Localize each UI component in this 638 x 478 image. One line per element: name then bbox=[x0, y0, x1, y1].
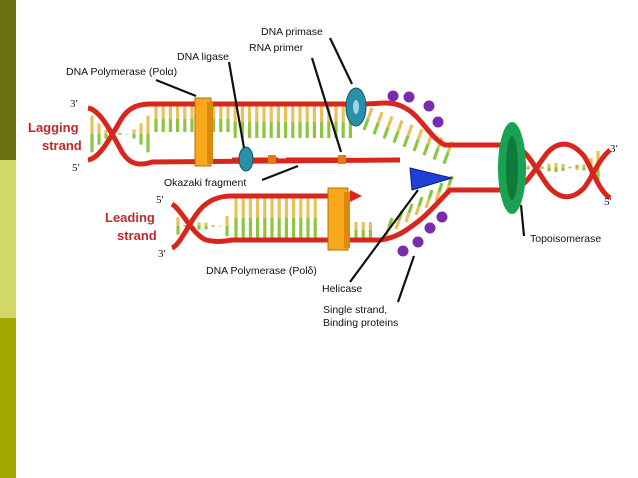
label-rna-primer: RNA primer bbox=[249, 42, 304, 54]
label-ssb-line2: Binding proteins bbox=[323, 317, 398, 329]
lagging-strand-label-line1: Lagging bbox=[28, 120, 79, 135]
base-pair-rung bbox=[404, 212, 411, 223]
end-leading-top: 5′ bbox=[156, 194, 164, 206]
label-pol-alpha: DNA Polymerase (Polα) bbox=[66, 66, 177, 78]
sidebar-segment-dark bbox=[0, 0, 16, 160]
ssb-protein-icon bbox=[397, 245, 409, 257]
sidebar-segment-light bbox=[0, 160, 16, 318]
leading-strand-label-line2: strand bbox=[117, 228, 157, 243]
base-pair-rung bbox=[386, 115, 394, 128]
base-pair-rung bbox=[432, 147, 440, 160]
base-pair-rung bbox=[362, 118, 370, 131]
sidebar-segment-mid bbox=[0, 318, 16, 478]
base-pair-rung bbox=[437, 182, 444, 193]
leading-direction-arrow-icon bbox=[350, 190, 362, 202]
label-ssb-line1: Single strand, bbox=[323, 304, 387, 316]
label-dna-primase: DNA primase bbox=[261, 26, 323, 38]
ssb-protein-icon bbox=[432, 116, 444, 128]
base-pair-rung bbox=[376, 111, 384, 124]
end-right-bottom: 5′ bbox=[604, 196, 612, 208]
ligase-oval-icon bbox=[238, 146, 254, 172]
pol-delta-block-icon bbox=[327, 187, 350, 251]
base-pair-rung bbox=[422, 143, 430, 156]
base-pair-rung bbox=[414, 205, 421, 216]
primase-ring-icon bbox=[345, 87, 367, 127]
base-pair-rung bbox=[394, 219, 401, 230]
base-pair-rung bbox=[402, 135, 410, 148]
topoisomerase-ring-icon bbox=[498, 122, 526, 214]
ssb-proteins bbox=[387, 90, 448, 257]
base-pair-rung bbox=[407, 203, 414, 214]
base-pair-rung bbox=[392, 131, 400, 144]
base-pair-rung bbox=[406, 124, 414, 137]
base-pair-rung bbox=[417, 196, 424, 207]
end-leading-bottom: 3′ bbox=[158, 248, 166, 260]
ssb-protein-icon bbox=[412, 236, 424, 248]
base-pair-rung bbox=[412, 139, 420, 152]
label-topoisomerase: Topoisomerase bbox=[530, 233, 601, 245]
pol-alpha-block-icon bbox=[194, 97, 213, 167]
fork-upper-arm bbox=[362, 105, 510, 165]
base-pair-rung bbox=[434, 191, 441, 202]
lagging-helix bbox=[87, 100, 407, 167]
base-pair-rung bbox=[416, 128, 424, 141]
lagging-strand-label-line2: strand bbox=[42, 138, 82, 153]
end-right-top: 3′ bbox=[610, 143, 618, 155]
base-pair-rung bbox=[427, 189, 434, 200]
leading-helix bbox=[170, 175, 510, 251]
leading-strand-label-line1: Leading bbox=[105, 210, 155, 225]
label-pol-delta: DNA Polymerase (Polδ) bbox=[206, 265, 317, 277]
end-lagging-top: 3′ bbox=[70, 98, 78, 110]
ssb-protein-icon bbox=[403, 91, 415, 103]
base-pair-rung bbox=[396, 120, 404, 133]
ssb-protein-icon bbox=[436, 211, 448, 223]
base-pair-rung bbox=[442, 152, 450, 165]
ssb-protein-icon bbox=[387, 90, 399, 102]
base-pair-rung bbox=[366, 107, 374, 120]
base-pair-rung bbox=[424, 198, 431, 209]
label-dna-ligase: DNA ligase bbox=[177, 51, 229, 63]
base-pair-rung bbox=[372, 122, 380, 135]
ssb-protein-icon bbox=[423, 100, 435, 112]
base-pair-rung bbox=[387, 217, 394, 228]
leader-lines bbox=[155, 37, 526, 303]
helicase-triangle-icon bbox=[409, 167, 454, 191]
label-helicase: Helicase bbox=[322, 283, 362, 295]
end-lagging-bottom: 5′ bbox=[72, 162, 80, 174]
ssb-protein-icon bbox=[424, 222, 436, 234]
base-pair-rung bbox=[382, 126, 390, 139]
right-helix bbox=[509, 141, 612, 201]
label-okazaki-fragment: Okazaki fragment bbox=[164, 177, 246, 189]
